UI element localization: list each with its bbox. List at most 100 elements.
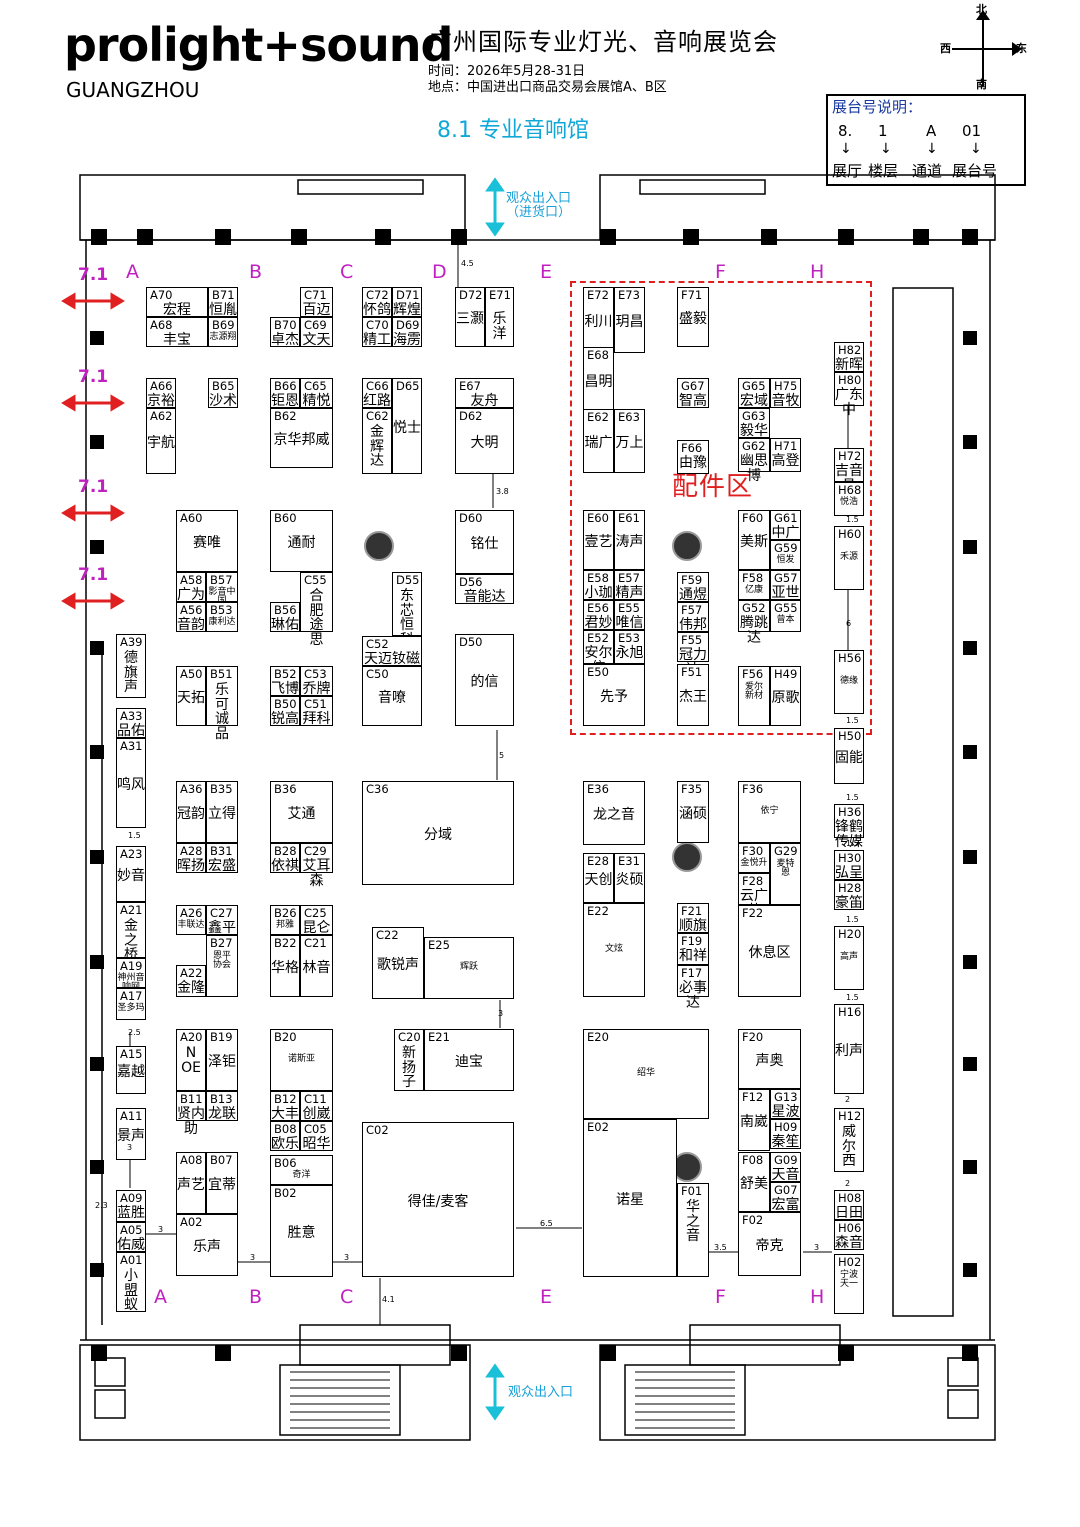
booth-d55[interactable]: D55东芯恒科 [392, 572, 422, 647]
booth-f55[interactable]: F55冠力达 [677, 632, 709, 677]
booth-g57[interactable]: G57亚世优 [770, 570, 801, 615]
booth-f28[interactable]: F28云广芯 [738, 873, 770, 918]
booth-e52[interactable]: E52安尔信 [583, 630, 614, 675]
booth-a19[interactable]: A19神州音响网 [116, 958, 146, 992]
booth-g61[interactable]: G61中广视讯 [770, 510, 801, 555]
